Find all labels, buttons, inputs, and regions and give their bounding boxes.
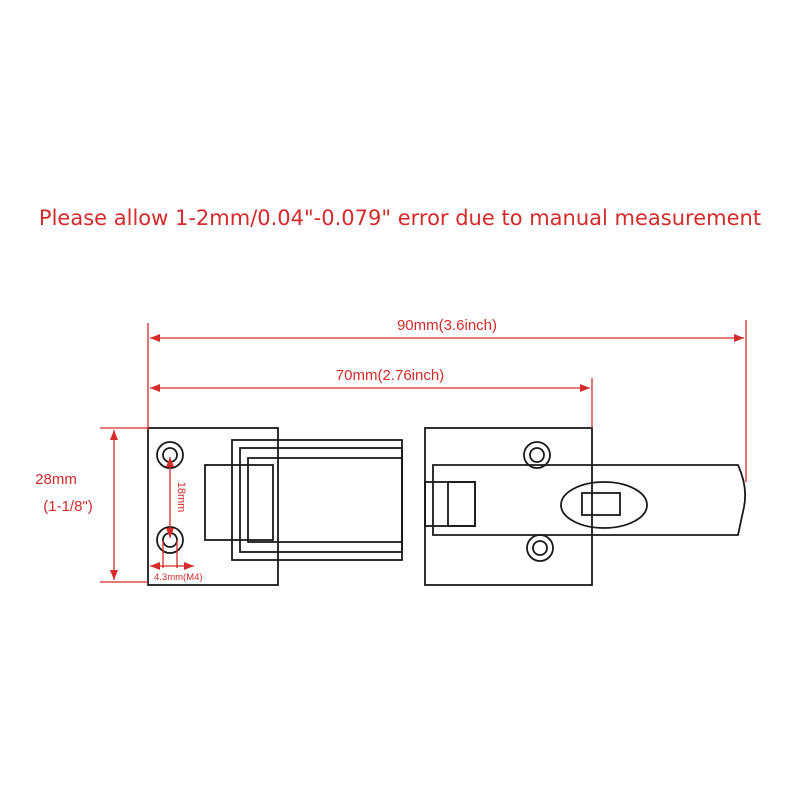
right-hole-top <box>523 441 551 469</box>
dimension-lines <box>100 320 747 583</box>
thumb-knob <box>560 481 648 529</box>
hole-spacing-label: 18mm <box>175 482 187 513</box>
left-mounting-plate <box>147 427 279 586</box>
measurement-notice: Please allow 1-2mm/0.04"-0.079" error du… <box>38 206 762 230</box>
hole-diameter-label: 4.3mm(M4) <box>154 572 203 583</box>
hole-span-label: 70mm(2.76inch) <box>336 367 444 384</box>
slide-bolt <box>432 464 747 536</box>
thumb-knob-slot <box>581 492 621 516</box>
right-hole-bottom <box>526 534 554 562</box>
height-inch-label: (1-1/8") <box>43 498 93 515</box>
right-mounting-plate <box>424 427 593 586</box>
keeper-slot <box>247 457 403 543</box>
overall-length-label: 90mm(3.6inch) <box>397 317 497 334</box>
bolt-tongue-inner <box>447 481 476 527</box>
height-mm-label: 28mm <box>35 471 77 488</box>
keeper-block <box>204 464 274 541</box>
keeper-inner <box>239 447 403 553</box>
latch-outline <box>147 427 747 586</box>
